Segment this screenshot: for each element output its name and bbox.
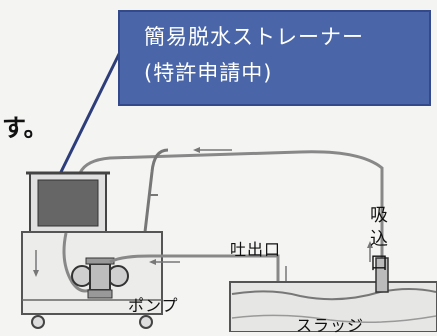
flow-arrow-drain-head <box>33 270 39 277</box>
flow-arrow-top-head <box>193 147 200 153</box>
pump-label: ポンプ <box>128 296 179 315</box>
product-callout: 簡易脱水ストレーナー (特許申請中) <box>118 10 431 106</box>
strainer-mesh <box>37 179 99 227</box>
sludge-tank <box>229 281 437 332</box>
cart-wheel-left <box>31 315 45 329</box>
inlet-label: 吸 込 口 <box>368 204 390 276</box>
cart-handle <box>143 148 169 233</box>
suction-strainer <box>375 257 389 293</box>
flow-arrow-inlet-head <box>367 241 373 248</box>
flow-arrow-discharge-head <box>149 259 156 265</box>
inlet-label-char: 口 <box>370 253 388 274</box>
outlet-label: 吐出口 <box>230 240 282 259</box>
pump <box>71 257 129 299</box>
sludge-label: スラッジ <box>296 316 365 335</box>
discharge-hose <box>109 254 280 296</box>
cropped-text-fragment: す。 <box>2 114 48 142</box>
cart-wheel-right <box>139 315 153 329</box>
callout-pointer <box>58 45 125 175</box>
sludge-surface <box>231 288 437 301</box>
callout-title-line1: 簡易脱水ストレーナー <box>144 25 364 49</box>
strainer-to-pump-hose <box>62 232 91 293</box>
callout-title-line2: (特許申請中) <box>144 61 273 85</box>
sludge-bottom <box>231 314 437 323</box>
inlet-label-char: 吸 <box>370 205 388 226</box>
return-hose <box>78 150 384 262</box>
inlet-label-char: 込 <box>370 229 388 250</box>
